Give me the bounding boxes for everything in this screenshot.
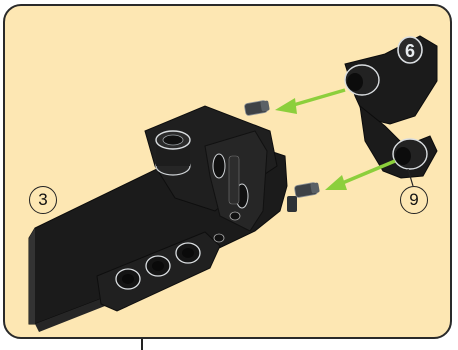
page-edge-mark (141, 339, 143, 350)
technic-beam-icon: 6 (345, 36, 437, 178)
technic-panel-icon (29, 106, 287, 332)
assembly-illustration: 6 (5, 6, 452, 339)
part-callout: 9 (400, 186, 428, 214)
quantity-callout: 3 (29, 186, 57, 214)
part-callout-label: 9 (409, 190, 418, 210)
instruction-panel: 6 3 9 (3, 4, 452, 339)
quantity-callout-label: 3 (38, 190, 47, 210)
part-badge-number: 6 (405, 41, 415, 61)
